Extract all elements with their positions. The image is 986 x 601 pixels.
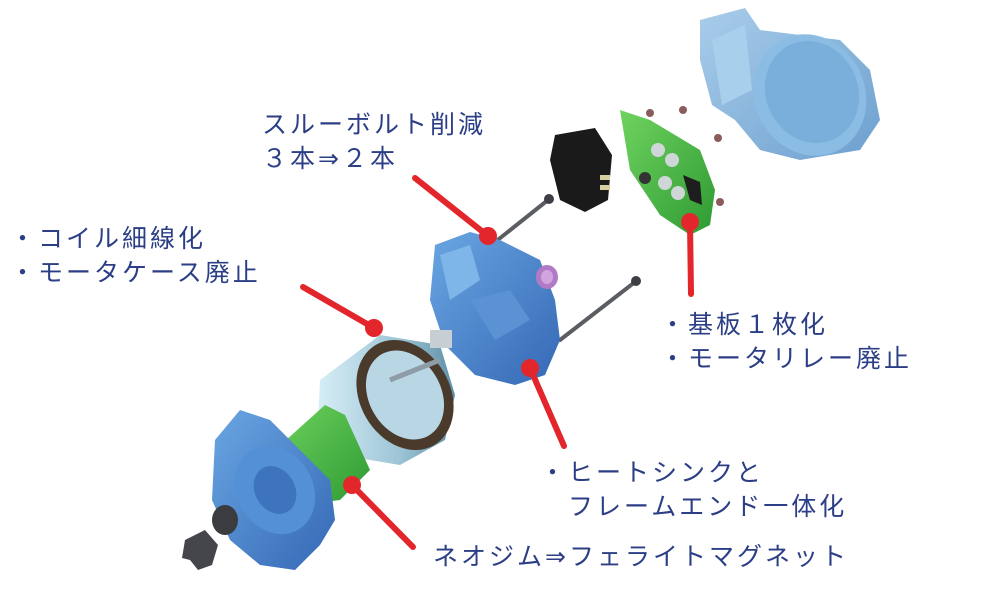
frame-end-part (430, 232, 560, 385)
callout-coil-case-line1: ・コイル細線化 (10, 224, 207, 253)
callout-magnet-line1: ネオジム⇒フェライトマグネット (433, 542, 849, 571)
front-flange-part (212, 410, 335, 570)
callout-heat-sink-line2: フレームエンド一体化 (540, 492, 848, 521)
leader-lines (300, 175, 699, 550)
leader-heat-sink (527, 365, 567, 449)
callout-through-bolt-line1: スルーボルト削減 (262, 110, 487, 139)
callout-board-line1: ・基板１枚化 (660, 310, 829, 339)
callout-through-bolt: スルーボルト削減 ３本⇒２本 (262, 108, 486, 176)
callout-heat-sink: ・ヒートシンクと フレームエンド一体化 (540, 456, 847, 524)
coupling-part (182, 505, 238, 570)
callout-board-line2: ・モータリレー廃止 (660, 344, 913, 373)
callout-heat-sink-line1: ・ヒートシンクと (540, 458, 765, 487)
callout-through-bolt-line2: ３本⇒２本 (262, 144, 398, 173)
small-screws (646, 106, 724, 206)
leader-through-bolt (412, 175, 491, 239)
pcb-part (620, 110, 715, 235)
leader-magnet (349, 482, 416, 550)
connector-part (550, 128, 612, 212)
leader-coil-case (300, 284, 377, 331)
callout-board: ・基板１枚化 ・モータリレー廃止 (660, 308, 912, 376)
callout-magnet: ネオジム⇒フェライトマグネット (433, 540, 849, 574)
callout-coil-case: ・コイル細線化 ・モータケース廃止 (10, 222, 261, 290)
rear-cover-part (700, 8, 880, 160)
callout-coil-case-line2: ・モータケース廃止 (10, 258, 261, 287)
leader-board (687, 219, 694, 297)
